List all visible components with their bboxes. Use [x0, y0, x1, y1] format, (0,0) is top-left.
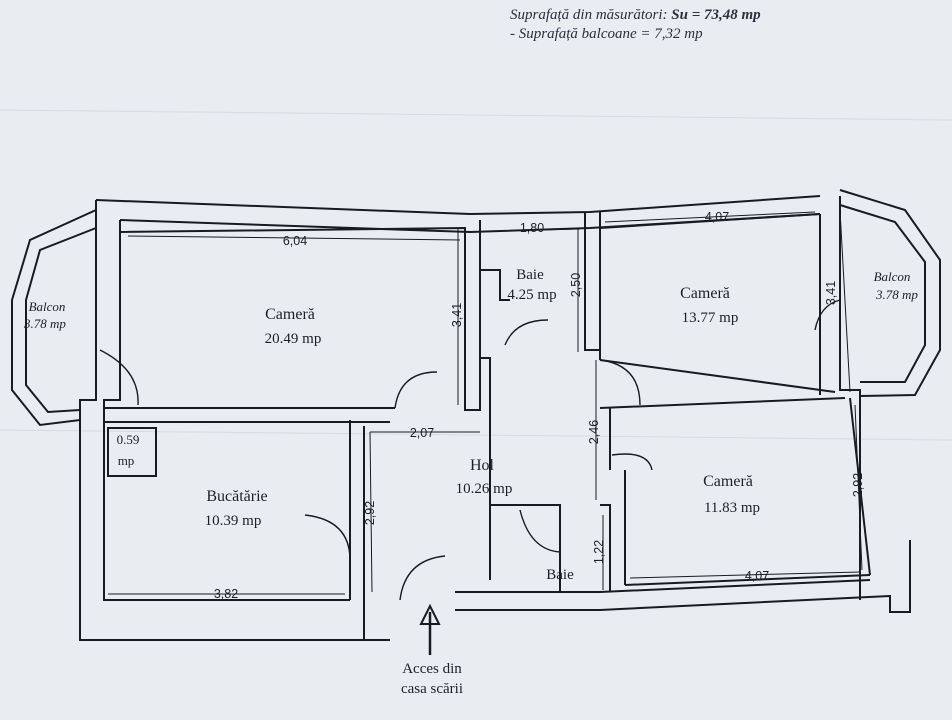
dim-camera-left-width: 6,04	[283, 234, 307, 248]
dim-hol-width: 2,07	[410, 426, 434, 440]
paper-grid	[0, 109, 952, 441]
baie-bottom-name: Baie	[546, 567, 574, 583]
baie-top-name: Baie	[516, 267, 544, 283]
camera-rb-name: Cameră	[703, 473, 753, 490]
camera-left-name: Cameră	[265, 306, 315, 323]
dim-hol-height: 2,46	[587, 420, 601, 444]
balcon-right-area: 3.78 mp	[875, 287, 918, 302]
camera-rt-area: 13.77 mp	[682, 310, 739, 326]
camera-rb-area: 11.83 mp	[704, 500, 760, 516]
header-balcony-line: - Suprafață balcoane = 7,32 mp	[510, 26, 703, 42]
dim-baie-height: 2,50	[569, 273, 583, 297]
door-swings	[99, 299, 841, 601]
walls	[11, 189, 941, 641]
dim-baie-bottom-height: 1,22	[592, 540, 606, 564]
camera-left-area: 20.49 mp	[265, 331, 322, 347]
balcon-left-name: Balcon	[29, 299, 66, 314]
entrance-line1: Acces din	[402, 661, 462, 677]
header-surface-value: Su = 73,48 mp	[671, 7, 761, 23]
baie-top-area: 4.25 mp	[507, 287, 556, 303]
bucatarie-area: 10.39 mp	[205, 513, 262, 529]
dim-camera-rb-height: 2,92	[851, 473, 865, 497]
entrance-arrow-icon	[419, 603, 441, 655]
dim-camera-left-height: 3,41	[450, 303, 464, 327]
dim-camera-rt-height: 3,41	[824, 281, 838, 305]
dim-camera-rt-width: 4,07	[705, 210, 729, 224]
dim-bucatarie-height: 2,92	[363, 501, 377, 525]
header-surface-label: Suprafață din măsurători:	[510, 7, 668, 23]
header-surface-line: Suprafață din măsurători: Su = 73,48 mp	[510, 7, 761, 24]
dimension-lines	[108, 209, 863, 595]
camara-unit: mp	[118, 453, 135, 468]
balcon-left-area: 3.78 mp	[23, 316, 66, 331]
camera-rt-name: Cameră	[680, 285, 730, 302]
camara-value: 0.59	[117, 432, 140, 447]
dim-bucatarie-width: 3,82	[214, 587, 238, 601]
hol-area: 10.26 mp	[456, 481, 513, 497]
dim-baie-width: 1,80	[520, 221, 544, 235]
hol-name: Hol	[470, 457, 495, 474]
entrance-line2: casa scării	[401, 681, 463, 697]
dim-camera-rb-width: 4,07	[745, 569, 769, 583]
bucatarie-name: Bucătărie	[206, 488, 267, 505]
balcon-right-name: Balcon	[874, 269, 911, 284]
